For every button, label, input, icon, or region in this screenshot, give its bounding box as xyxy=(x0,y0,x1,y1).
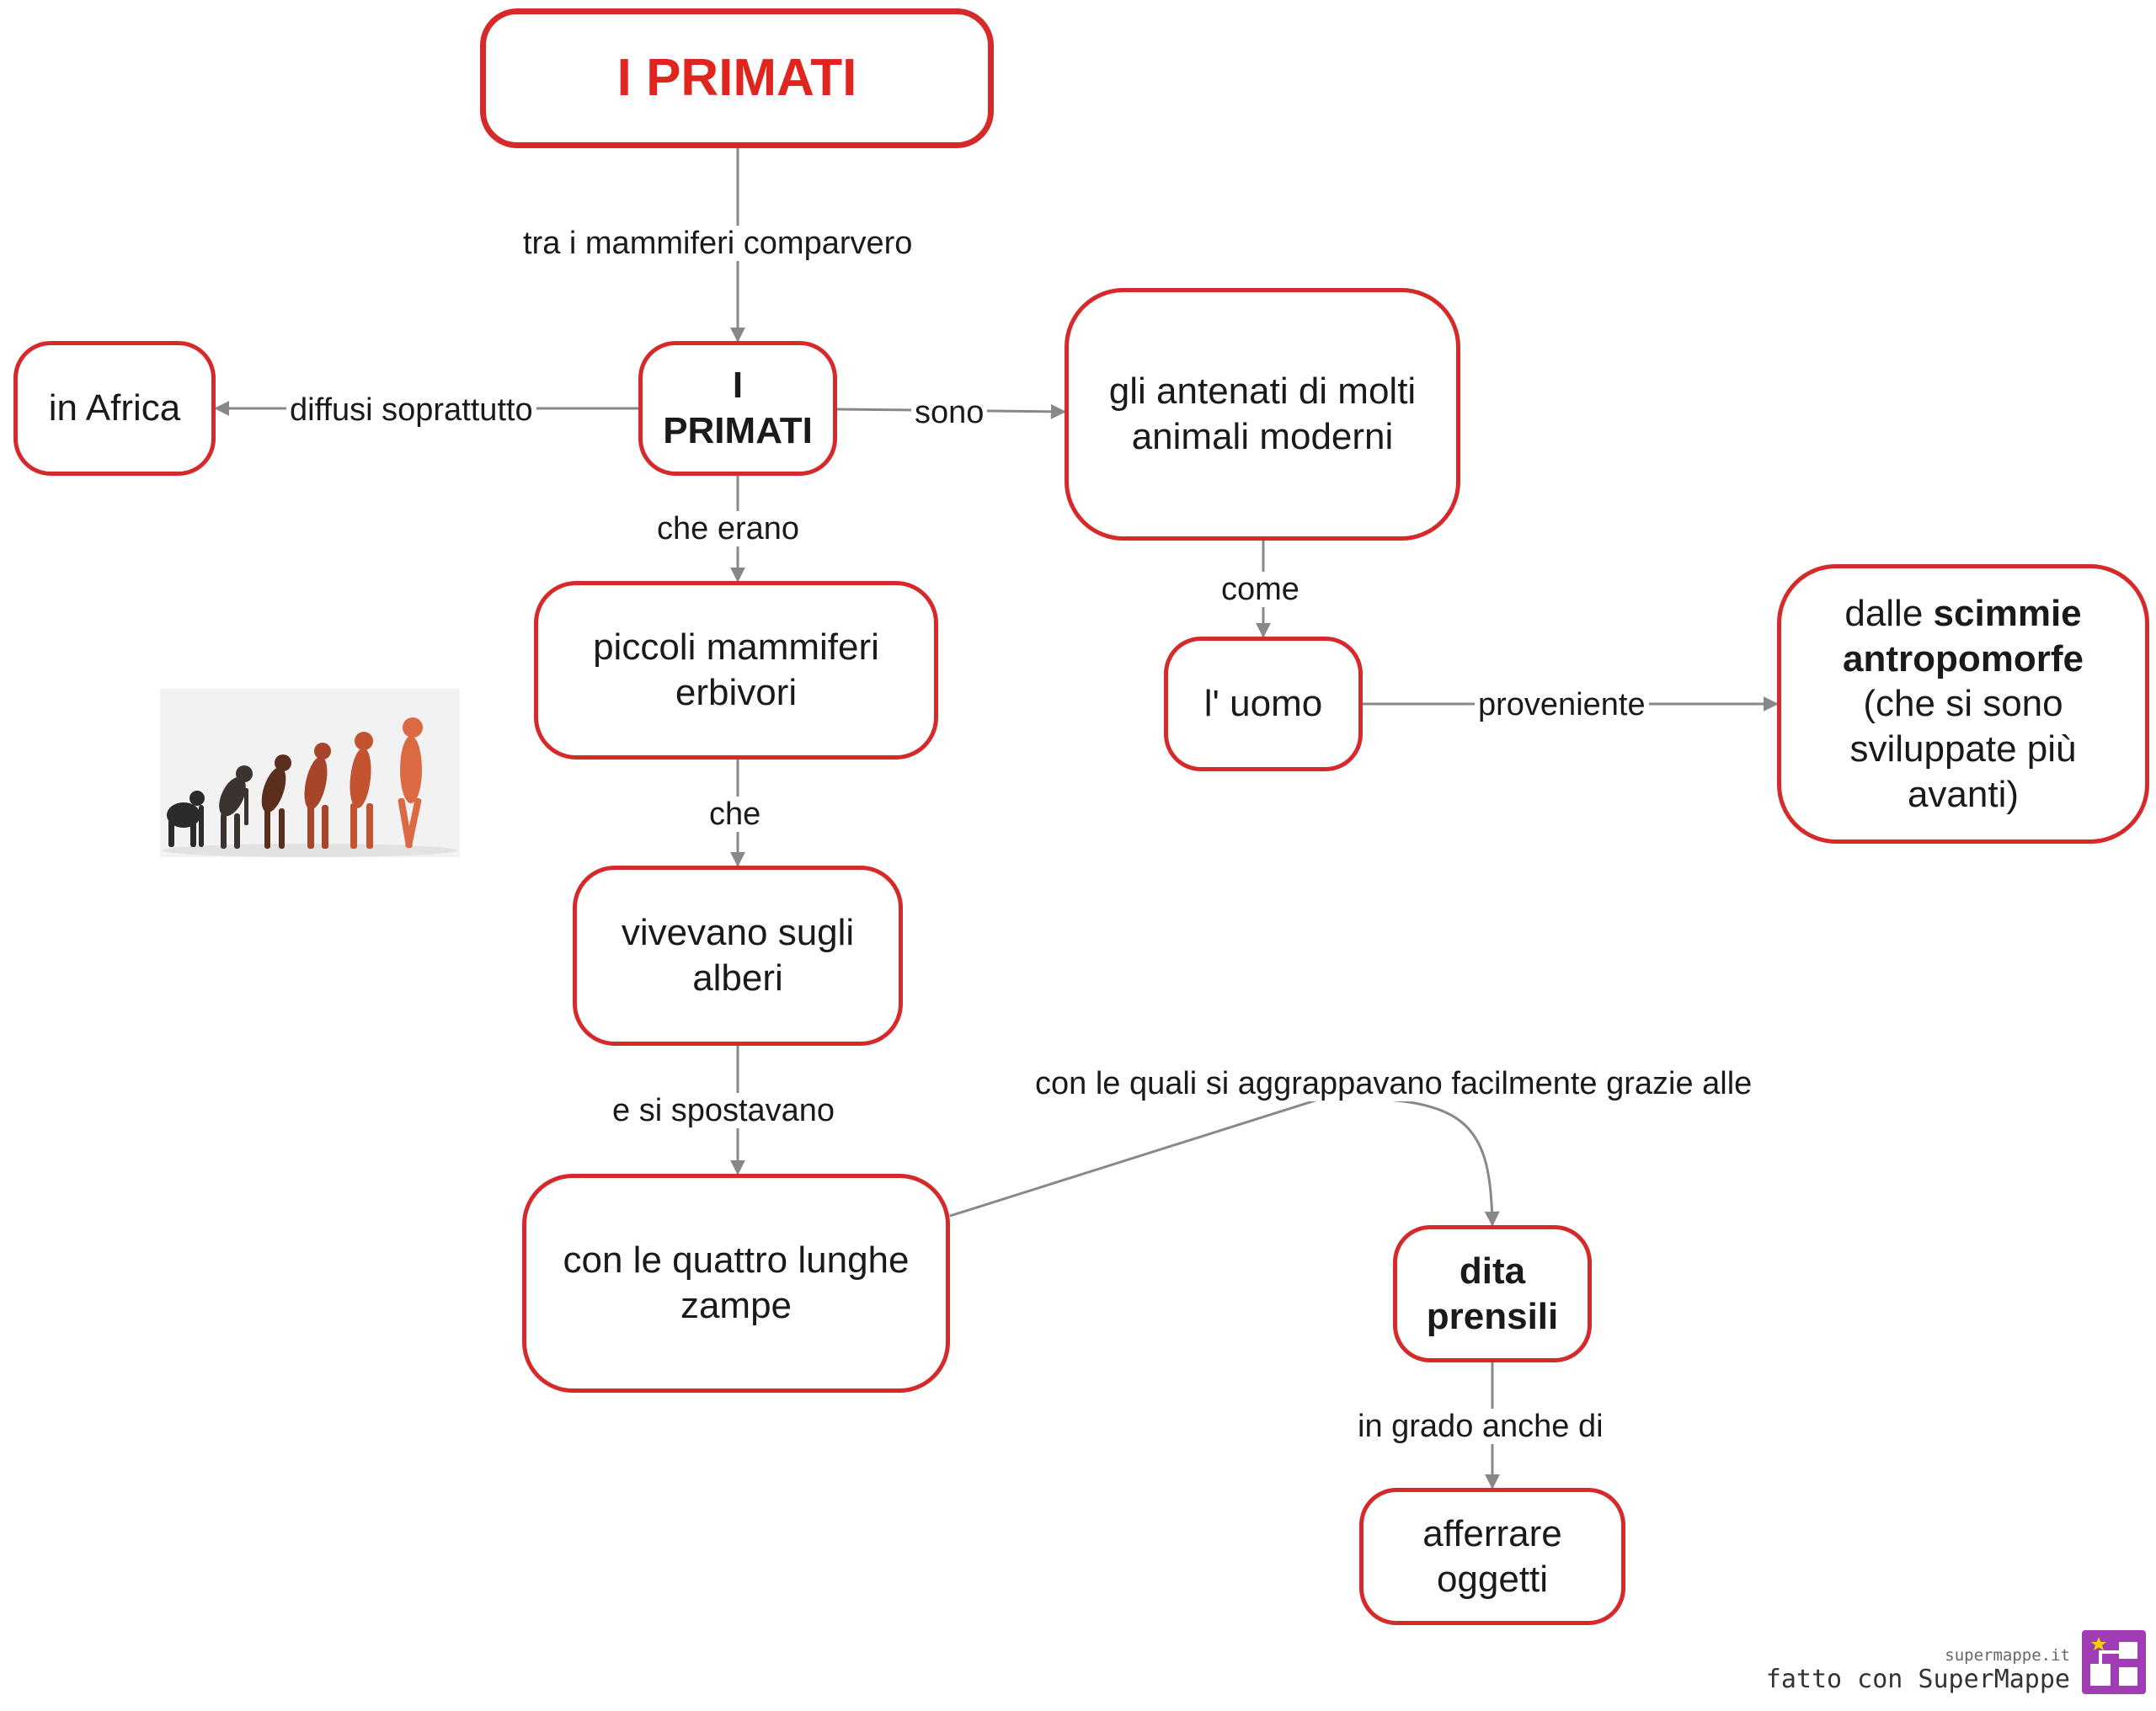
node-zampe[interactable]: con le quattro lunghe zampe xyxy=(522,1174,950,1393)
node-scimmie-antropomorfe[interactable]: dalle scimmie antropomorfe (che si sono … xyxy=(1777,564,2149,844)
link-label-come: come xyxy=(1218,572,1303,607)
link-label-che-erano: che erano xyxy=(654,511,803,546)
node-uomo[interactable]: l' uomo xyxy=(1164,637,1363,771)
node-afferrare-oggetti-text: afferrare oggetti xyxy=(1422,1512,1562,1600)
node-dita-prensili-text: dita prensili xyxy=(1426,1250,1559,1337)
supermappe-footer: supermappe.it fatto con SuperMappe xyxy=(1766,1630,2146,1694)
node-uomo-text: l' uomo xyxy=(1203,683,1323,725)
node-antenati[interactable]: gli antenati di molti animali moderni xyxy=(1065,288,1460,541)
node-primati[interactable]: I PRIMATI xyxy=(638,341,837,476)
scimmie-post-text: (che si sono sviluppate più avanti) xyxy=(1849,683,2077,815)
edge-zampe-dita xyxy=(949,1097,1500,1227)
node-antenati-text: gli antenati di molti animali moderni xyxy=(1108,370,1417,457)
link-label-tra: tra i mammiferi comparvero xyxy=(520,226,916,261)
footer-site: supermappe.it xyxy=(1945,1646,2070,1665)
title-text: I PRIMATI xyxy=(616,49,857,108)
title-node[interactable]: I PRIMATI xyxy=(480,8,994,148)
scimmie-bold-text: scimmie antropomorfe xyxy=(1843,592,2084,680)
link-label-diffusi: diffusi soprattutto xyxy=(286,392,536,428)
node-primati-text: I PRIMATI xyxy=(663,365,813,451)
node-piccoli-mammiferi-text: piccoli mammiferi erbivori xyxy=(593,626,879,713)
node-in-africa-text: in Africa xyxy=(48,387,181,429)
link-label-sono: sono xyxy=(911,395,988,430)
node-dita-prensili[interactable]: dita prensili xyxy=(1393,1225,1592,1362)
link-label-che: che xyxy=(706,797,765,832)
node-piccoli-mammiferi[interactable]: piccoli mammiferi erbivori xyxy=(534,581,938,760)
footer-made-with: fatto con SuperMappe xyxy=(1765,1665,2070,1694)
human-evolution-illustration xyxy=(160,689,460,857)
scimmie-pre-text: dalle xyxy=(1844,592,1934,634)
node-zampe-text: con le quattro lunghe zampe xyxy=(563,1239,910,1326)
node-afferrare-oggetti[interactable]: afferrare oggetti xyxy=(1359,1488,1625,1625)
link-label-con-le-quali: con le quali si aggrappavano facilmente … xyxy=(1032,1066,1756,1101)
footer-text: supermappe.it fatto con SuperMappe xyxy=(1766,1646,2070,1694)
supermappe-logo-icon xyxy=(2082,1630,2146,1694)
node-alberi[interactable]: vivevano sugli alberi xyxy=(573,866,903,1046)
node-alberi-text: vivevano sugli alberi xyxy=(621,912,855,999)
link-label-in-grado: in grado anche di xyxy=(1354,1409,1607,1444)
node-scimmie-antropomorfe-text: dalle scimmie antropomorfe (che si sono … xyxy=(1843,546,2084,862)
link-label-e-si-spostavano: e si spostavano xyxy=(609,1093,839,1128)
node-in-africa[interactable]: in Africa xyxy=(13,341,216,476)
link-label-proveniente: proveniente xyxy=(1475,687,1649,722)
